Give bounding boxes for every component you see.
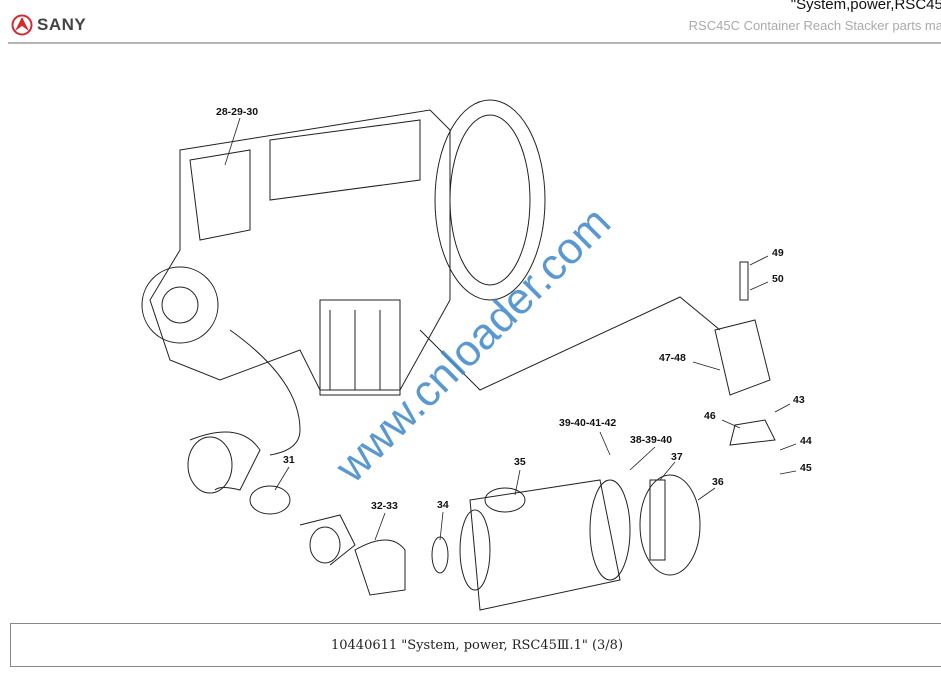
callout-34: 34 xyxy=(437,499,449,511)
callout-46: 46 xyxy=(704,410,716,422)
document-subtitle: RSC45C Container Reach Stacker parts ma xyxy=(688,18,941,33)
callout-28-29-30: 28-29-30 xyxy=(216,106,259,118)
callout-39-40-41-42: 39-40-41-42 xyxy=(559,417,617,429)
brand-name: SANY xyxy=(37,15,87,34)
callout-45: 45 xyxy=(800,462,812,474)
bracket-drawing xyxy=(419,261,776,446)
engine-drawing xyxy=(141,99,546,456)
exploded-parts-diagram xyxy=(141,99,797,611)
callout-37: 37 xyxy=(671,451,683,463)
callout-32-33: 32-33 xyxy=(371,500,398,512)
callout-49: 49 xyxy=(772,247,784,259)
figure-caption: 10440611 "System, power, RSC45Ⅲ.1" (3/8) xyxy=(330,637,624,653)
callout-31: 31 xyxy=(283,454,295,466)
callout-38-39-40: 38-39-40 xyxy=(630,434,673,446)
callout-44: 44 xyxy=(800,435,812,447)
air-intake-drawing xyxy=(187,431,701,611)
callout-43: 43 xyxy=(793,394,805,406)
callout-50: 50 xyxy=(772,273,784,285)
callout-35: 35 xyxy=(514,456,526,468)
callout-36: 36 xyxy=(712,476,724,488)
sany-logo-icon xyxy=(11,14,33,36)
callout-47-48: 47-48 xyxy=(659,352,686,364)
header-divider xyxy=(8,42,941,44)
leader-lines xyxy=(224,117,797,541)
figure-caption-box: 10440611 "System, power, RSC45Ⅲ.1" (3/8) xyxy=(10,623,941,667)
document-title: "System,power,RSC45I xyxy=(790,0,941,13)
sany-logo: SANY xyxy=(11,14,86,36)
